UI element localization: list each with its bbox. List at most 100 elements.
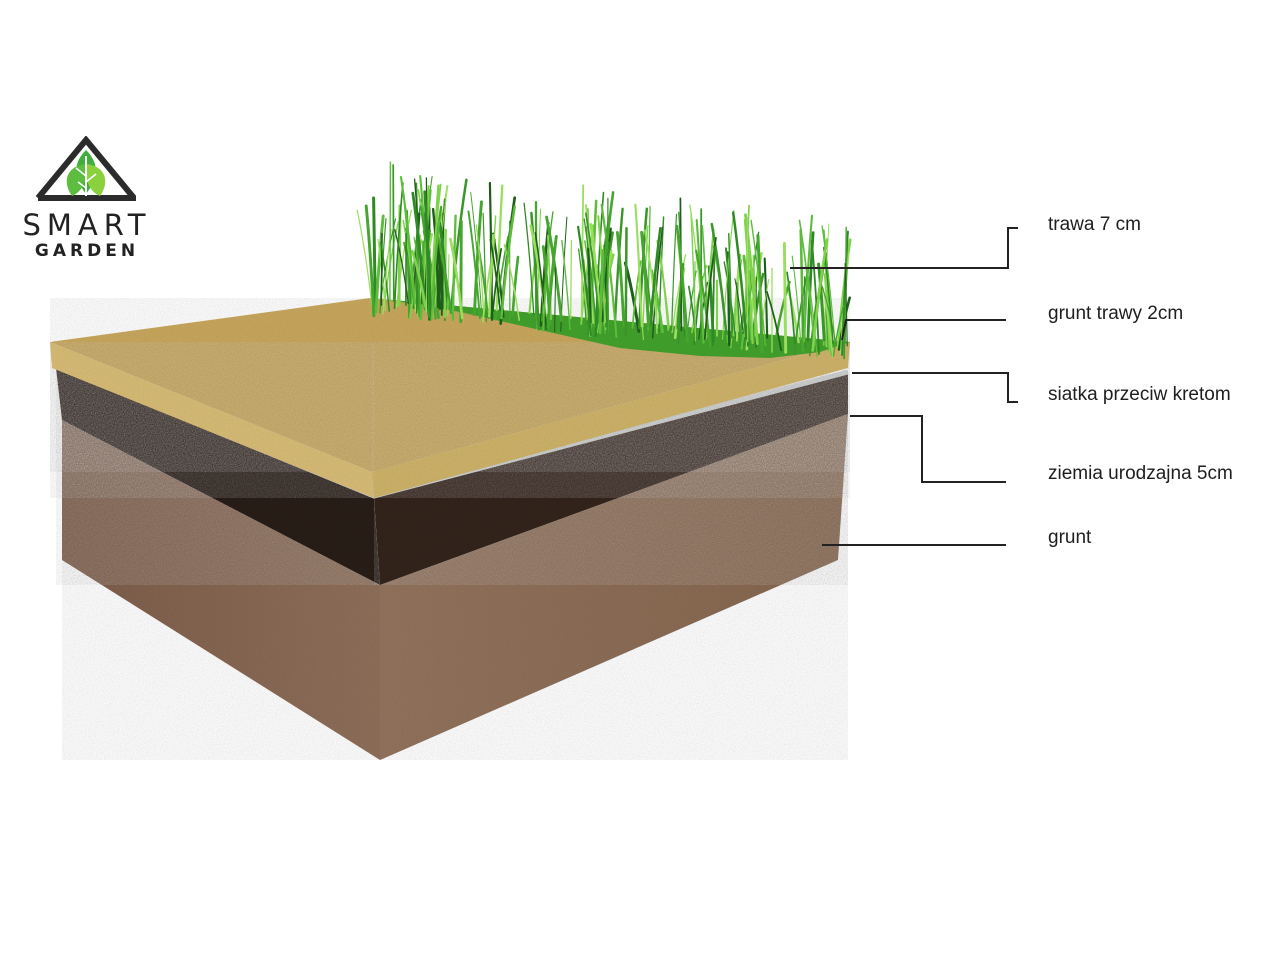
grass-blade — [430, 219, 441, 321]
grass-blade — [752, 255, 757, 337]
grass-blade — [374, 214, 385, 314]
grass-blade — [751, 272, 765, 337]
grass-blade — [644, 229, 659, 329]
grass-blade — [598, 249, 605, 335]
topsoil-side-face — [374, 374, 848, 585]
grass-blade — [793, 271, 809, 355]
grass-soil-side-face — [372, 342, 850, 498]
grass-blade — [380, 232, 383, 306]
grass-blade — [546, 234, 552, 321]
grass-blade — [601, 227, 612, 323]
grass-blade — [436, 235, 453, 315]
grass-blade — [475, 224, 485, 314]
grass-blade — [539, 221, 550, 327]
grass-blade — [482, 212, 487, 323]
grass-blade — [782, 242, 788, 354]
grass-blade — [495, 184, 504, 312]
grass-blade — [523, 202, 535, 316]
grass-blade — [746, 218, 749, 343]
grass-blade — [721, 209, 735, 340]
grass-blade — [821, 225, 836, 343]
grass-tuft — [356, 161, 852, 360]
ground-side-face — [380, 414, 848, 760]
topsoil-front-face — [56, 368, 380, 585]
grass-blade — [403, 241, 416, 310]
grass-blade — [394, 228, 409, 304]
grass-blade — [392, 164, 395, 303]
grass-blade — [675, 224, 689, 343]
grass-blade — [616, 231, 626, 328]
grass-blade — [577, 248, 588, 327]
grass-blade — [671, 254, 687, 334]
leader-line-grass-soil — [841, 319, 1006, 341]
label-grass-soil: grunt trawy 2cm — [1048, 303, 1184, 324]
grass-blade — [423, 190, 433, 321]
leader-line-topsoil — [850, 415, 1006, 483]
grass-blade — [820, 283, 837, 345]
grass-blade — [584, 240, 597, 328]
grass-blade — [690, 213, 697, 342]
grass-blade — [534, 231, 548, 330]
grass-blade — [807, 273, 818, 358]
grass-blade — [393, 182, 404, 310]
leader-line-grass — [790, 227, 1018, 269]
grass-blade — [470, 192, 483, 314]
mountain-leaf-icon — [36, 136, 136, 201]
grass-blade — [511, 255, 520, 316]
grass-blade — [727, 233, 733, 339]
grass-blade — [583, 218, 598, 330]
grass-blade — [731, 211, 748, 341]
grass-blade — [775, 280, 791, 338]
grass-blade — [488, 233, 495, 318]
grass-blade — [380, 241, 390, 312]
grass-blade — [649, 227, 662, 326]
grass-blade — [606, 255, 610, 333]
grass-blade — [449, 237, 464, 320]
grass-blade — [503, 244, 520, 321]
grass-blade — [811, 238, 829, 352]
grass-blade — [766, 290, 783, 352]
grass-blade — [570, 239, 573, 320]
grass-blade — [671, 213, 678, 331]
grass-blade — [801, 294, 805, 354]
grass-blade — [545, 215, 563, 322]
grass-blade — [638, 207, 649, 330]
grass-blade — [379, 218, 387, 314]
grass-blade — [500, 205, 516, 320]
grass-blade — [743, 218, 754, 345]
grass-blade — [832, 304, 845, 357]
grass-blade — [577, 225, 592, 336]
grass-blade — [561, 239, 571, 331]
grass-blade — [734, 278, 744, 334]
grass-blade — [786, 271, 796, 345]
grass-blade — [624, 227, 628, 337]
grass-soil-front-face — [50, 342, 374, 498]
grass-blade — [711, 245, 716, 347]
leader-line-mesh — [852, 372, 1018, 403]
grass-blade — [546, 235, 558, 329]
grass-blade — [640, 230, 650, 328]
grass-blade — [750, 219, 766, 347]
grass-blade — [413, 236, 424, 307]
grass-blade — [710, 222, 728, 336]
grass-blade — [836, 238, 852, 350]
grass-blade — [411, 249, 428, 313]
smart-garden-logo: SMART GARDEN — [14, 136, 160, 266]
label-ground: grunt — [1048, 527, 1092, 548]
grass-blade — [389, 161, 392, 301]
grass-blade — [364, 204, 376, 318]
ground-front-face — [62, 420, 380, 760]
logo-text-smart: SMART — [22, 208, 152, 242]
label-mole-mesh: siatka przeciw kretom — [1048, 384, 1231, 405]
grass-blade — [467, 210, 481, 320]
label-topsoil: ziemia urodzajna 5cm — [1048, 463, 1233, 484]
grass-blade — [530, 211, 540, 331]
grass-blade — [651, 226, 664, 339]
grass-blade — [489, 238, 501, 311]
grass-blade — [399, 176, 417, 305]
grass-blade — [447, 254, 450, 317]
grass-blade — [811, 240, 820, 355]
grass-blade — [798, 219, 816, 347]
grass-blade — [356, 209, 373, 308]
